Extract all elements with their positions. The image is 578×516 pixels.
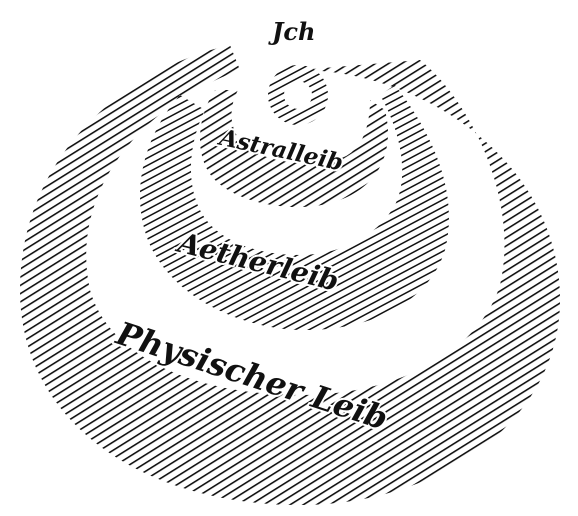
ego-ring — [268, 65, 328, 125]
label-ich: Jch — [268, 17, 315, 46]
